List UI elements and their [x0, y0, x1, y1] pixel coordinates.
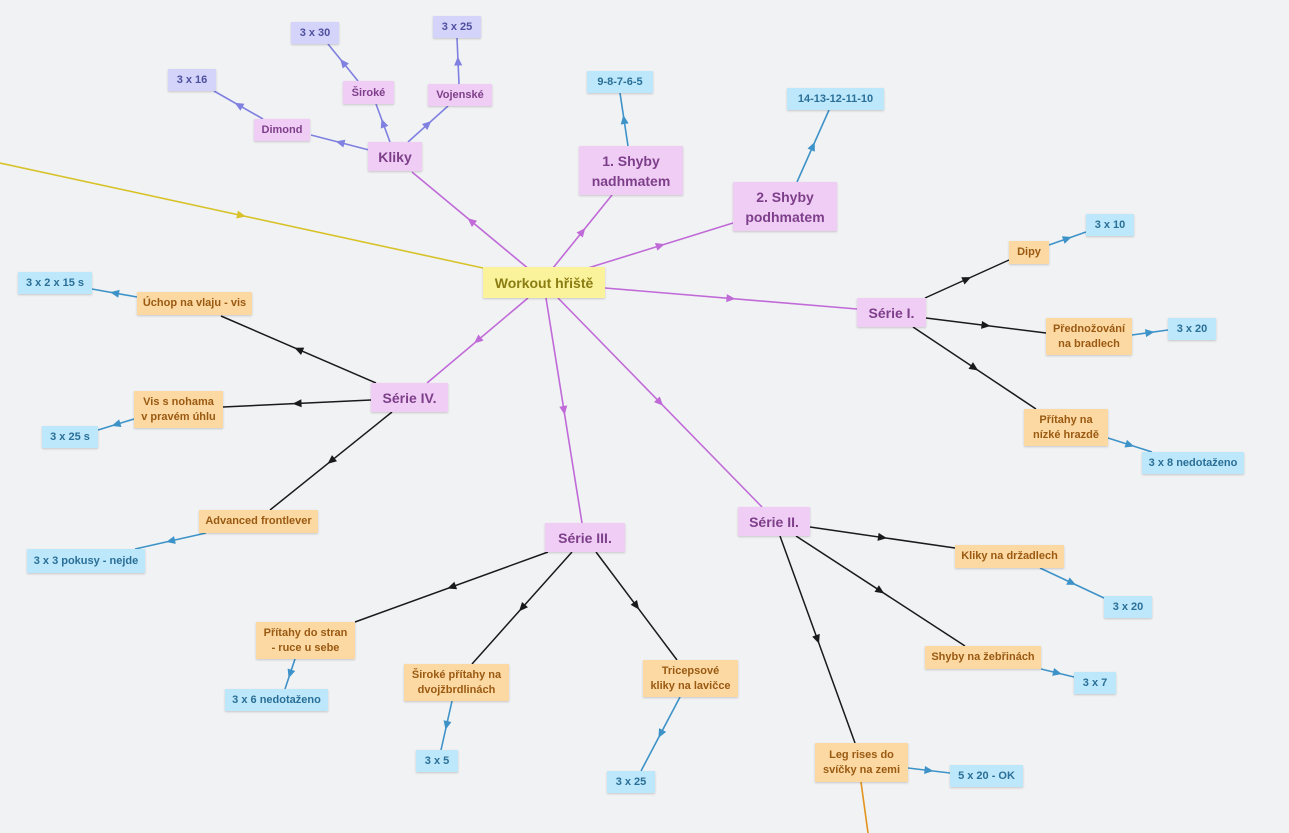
node-kliky-3x25[interactable]: 3 x 25: [433, 16, 481, 38]
node-kliky-drzadla[interactable]: Kliky na držadlech: [955, 545, 1064, 568]
edge-serie3-pritahy-strany-arrow: [447, 581, 458, 590]
edge-pritahy-reps-arrow: [1124, 439, 1135, 448]
edge-siroke-3x30-arrow: [340, 59, 349, 69]
node-dipy[interactable]: Dipy: [1009, 241, 1049, 264]
node-serie-4[interactable]: Série IV.: [371, 383, 448, 412]
node-shyby-podhmatem[interactable]: 2. Shyby podhmatem: [733, 182, 837, 231]
edge-incoming-yellow-arrow: [236, 210, 246, 219]
node-siroke[interactable]: Široké: [343, 81, 394, 104]
edge-uchop-reps-arrow: [110, 289, 120, 298]
node-kliky-drzadla-reps[interactable]: 3 x 20: [1104, 596, 1152, 618]
edge-kliky-vojenske-arrow: [421, 120, 432, 130]
node-shyby-pod-reps[interactable]: 14-13-12-11-10: [787, 88, 884, 110]
edge-center-serie1-arrow: [726, 294, 736, 303]
node-pritahy-hrazde-reps[interactable]: 3 x 8 nedotaženo: [1142, 452, 1244, 474]
node-shyby-zebrinach-reps[interactable]: 3 x 7: [1074, 672, 1116, 694]
edge-serie2-leg-arrow: [812, 633, 820, 644]
node-leg-rises[interactable]: Leg rises do svíčky na zemi: [815, 743, 908, 782]
edge-center-kliky-arrow: [467, 218, 478, 227]
edge-shyby-zebrinach-reps-arrow: [1052, 668, 1062, 676]
edge-serie4-uchop-arrow: [294, 347, 305, 355]
node-uchop-reps[interactable]: 3 x 2 x 15 s: [18, 272, 92, 294]
edge-center-shyby-pod-arrow: [655, 243, 665, 251]
edge-serie3-triceps-arrow: [630, 600, 640, 610]
edge-kliky-siroke-arrow: [380, 118, 389, 129]
edge-serie4-vis-arrow: [292, 399, 302, 408]
edge-serie1-pritahy-arrow: [968, 362, 979, 371]
node-vis-nohama[interactable]: Vis s nohama v pravém úhlu: [134, 391, 223, 428]
edge-center-serie2-arrow: [653, 396, 664, 406]
edge-serie2-shyby-arrow: [874, 585, 885, 594]
edge-shyby-pod-reps-arrow: [807, 141, 815, 152]
node-serie-3[interactable]: Série III.: [545, 523, 625, 552]
node-frontlever-reps[interactable]: 3 x 3 pokusy - nejde: [27, 549, 145, 573]
node-dipy-reps[interactable]: 3 x 10: [1086, 214, 1134, 236]
node-shyby-nad-reps[interactable]: 9-8-7-6-5: [587, 71, 653, 93]
node-triceps[interactable]: Tricepsové kliky na lavičce: [643, 660, 738, 697]
edge-serie1-prednozovani-arrow: [981, 320, 991, 329]
node-kliky-3x16[interactable]: 3 x 16: [168, 69, 216, 91]
edge-serie1-dipy-arrow: [961, 277, 972, 285]
node-pritahy-hrazde[interactable]: Přítahy na nízké hrazdě: [1024, 409, 1108, 446]
edge-kliky-dimond-arrow: [335, 139, 346, 148]
edge-serie2-kliky-arrow: [877, 532, 887, 541]
edge-kliky-drzadla-reps-arrow: [1066, 577, 1077, 585]
edge-center-shyby-nad-arrow: [576, 228, 586, 238]
edge-center-serie3-arrow: [559, 405, 568, 415]
node-dimond[interactable]: Dimond: [254, 119, 310, 141]
node-siroke-pritahy-reps[interactable]: 3 x 5: [416, 750, 458, 772]
edge-outgoing-orange: [860, 781, 869, 833]
node-serie-1[interactable]: Série I.: [857, 298, 926, 327]
edge-leg-reps-arrow: [924, 765, 934, 774]
node-shyby-nadhmatem[interactable]: 1. Shyby nadhmatem: [579, 146, 683, 195]
node-kliky-3x30[interactable]: 3 x 30: [291, 22, 339, 44]
node-prednozovani-reps[interactable]: 3 x 20: [1168, 318, 1216, 340]
node-triceps-reps[interactable]: 3 x 25: [607, 771, 655, 793]
edge-vis-reps-arrow: [111, 419, 122, 428]
node-uchop[interactable]: Úchop na vlaju - vis: [137, 292, 252, 315]
node-serie-2[interactable]: Série II.: [738, 507, 810, 536]
node-shyby-zebrinach[interactable]: Shyby na žebřinách: [925, 646, 1041, 669]
node-workout-hriste[interactable]: Workout hřiště: [483, 267, 605, 298]
edge-serie3-siroke-arrow: [519, 601, 528, 612]
node-siroke-pritahy[interactable]: Široké přítahy na dvojžbrdlinách: [404, 664, 509, 701]
node-vojenske[interactable]: Vojenské: [428, 84, 492, 106]
node-kliky[interactable]: Kliky: [368, 142, 422, 171]
edge-shyby-nad-reps-arrow: [620, 115, 629, 125]
node-frontlever[interactable]: Advanced frontlever: [199, 510, 318, 533]
node-leg-rises-reps[interactable]: 5 x 20 - OK: [950, 765, 1023, 787]
edge-serie4-frontlever-arrow: [327, 455, 338, 464]
edge-prednozovani-reps-arrow: [1144, 329, 1155, 338]
node-prednozovani[interactable]: Přednožování na bradlech: [1046, 318, 1132, 355]
edge-dimond-3x16-arrow: [234, 102, 245, 111]
node-pritahy-strany-reps[interactable]: 3 x 6 nedotaženo: [225, 689, 328, 711]
node-vis-nohama-reps[interactable]: 3 x 25 s: [42, 426, 98, 448]
edge-dipy-reps-arrow: [1061, 236, 1072, 244]
edge-siroke-reps-arrow: [443, 720, 452, 730]
edge-pritahy-strany-reps-arrow: [287, 668, 296, 679]
edge-frontlever-reps-arrow: [166, 536, 176, 544]
edge-triceps-reps-arrow: [658, 728, 667, 738]
node-pritahy-strany[interactable]: Přítahy do stran - ruce u sebe: [256, 622, 355, 659]
edge-center-serie4-arrow: [474, 334, 484, 344]
edge-vojenske-3x25-arrow: [454, 56, 463, 66]
